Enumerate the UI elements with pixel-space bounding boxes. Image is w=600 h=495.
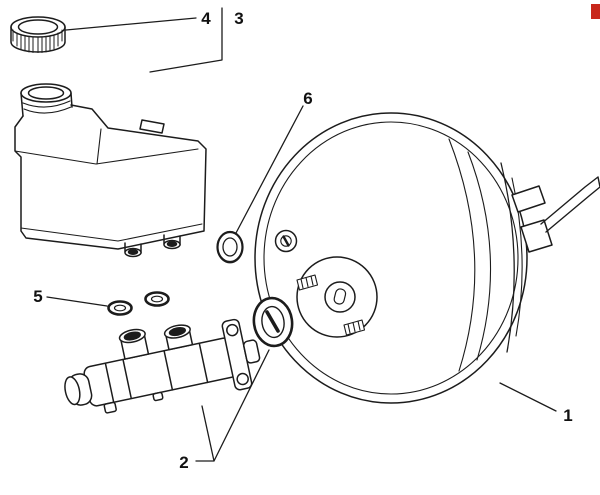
cap-knurling [12,29,63,53]
master-cylinder-boss-1 [103,401,117,414]
callout-lines [46,7,557,462]
callout-label-booster: 1 [563,406,572,425]
grommets-drawing [107,291,170,316]
master-cylinder-ports [118,324,194,360]
booster-hub-slot [333,288,347,305]
booster-seal-drawing [252,296,294,348]
reservoir-ports [124,234,181,258]
booster-stud-upper [296,274,319,291]
callout-label-reservoir: 3 [234,9,243,28]
master-cylinder-end-plug [64,376,81,406]
reservoir-bottom-line [20,223,203,242]
callout-label-master-seals: 2 [179,453,188,472]
master-cylinder-boss-2 [152,391,164,402]
drawing-root [10,7,600,462]
booster-pushrod [540,176,600,233]
reservoir-cap-drawing [10,16,66,53]
callout-line-booster [499,382,557,412]
booster-bracket-upper [511,185,546,213]
master-cylinder-flange [221,318,261,391]
callout-line-grommets [46,296,108,307]
callout-labels: 4 3 6 5 2 1 [33,9,572,472]
booster-stud-lower [343,319,366,336]
reservoir-ridge-line [14,148,199,165]
callout-label-cap: 4 [201,9,211,28]
booster-shell-outer [254,112,528,404]
callout-label-seal-ring: 6 [303,89,312,108]
reservoir-neck-sides [20,92,73,117]
reservoir-step-line [96,128,102,165]
reservoir-body [14,104,207,250]
seal-ring-drawing [216,230,244,264]
cap-top-inner [17,19,59,35]
booster-shell-inner [263,121,519,395]
master-cylinder-drawing [64,318,261,414]
booster-seam-2 [467,151,492,361]
red-mark [591,4,600,19]
callout-line-master-seals [195,349,270,462]
reservoir-neck-threads [22,100,72,114]
callout-line-cap [65,17,197,31]
master-cylinder-bands [104,342,209,403]
booster-seam-1 [448,138,476,372]
reservoir-top-detail [139,119,165,134]
brake-booster-drawing [254,112,600,404]
callout-line-reservoir [149,7,223,73]
callout-label-grommets: 5 [33,287,42,306]
callout-line-seal-ring [235,105,304,234]
booster-rear-shell [500,162,515,353]
booster-bracket-lower [520,219,553,253]
reservoir-neck-inner [27,86,65,100]
fluid-reservoir-drawing [14,83,207,258]
